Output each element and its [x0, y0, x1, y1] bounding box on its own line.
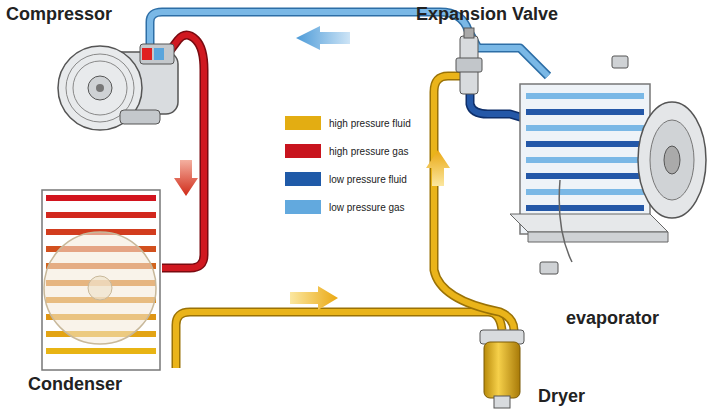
- legend-row: low pressure gas: [285, 200, 411, 214]
- legend-row: high pressure gas: [285, 144, 411, 158]
- legend-row: low pressure fluid: [285, 172, 411, 186]
- condenser-coil: [46, 195, 156, 201]
- dryer: [480, 330, 524, 408]
- condenser-coil: [46, 348, 156, 354]
- part-label: Expansion Valve: [416, 4, 558, 25]
- legend-swatch: [285, 116, 321, 130]
- evaporator-coil: [526, 189, 644, 195]
- evaporator-coil: [526, 173, 644, 179]
- legend-text: high pressure fluid: [329, 118, 411, 129]
- evaporator-coil: [526, 141, 644, 147]
- legend-swatch: [285, 144, 321, 158]
- evaporator-coil: [526, 125, 644, 131]
- compressor: [58, 44, 178, 130]
- part-label: Dryer: [538, 386, 585, 407]
- legend-swatch: [285, 200, 321, 214]
- condenser: [42, 190, 160, 370]
- part-label: evaporator: [566, 308, 659, 329]
- part-label: Condenser: [28, 374, 122, 395]
- legend: high pressure fluid high pressure gas low …: [285, 116, 411, 228]
- legend-text: low pressure gas: [329, 202, 405, 213]
- condenser-coil: [46, 212, 156, 218]
- expansion-valve: [456, 28, 482, 94]
- evaporator-coil: [526, 157, 644, 163]
- evaporator: [510, 56, 706, 274]
- evaporator-coil: [526, 93, 644, 99]
- legend-swatch: [285, 172, 321, 186]
- evaporator-coil: [526, 205, 644, 211]
- part-label: Compressor: [6, 4, 112, 25]
- legend-text: low pressure fluid: [329, 174, 407, 185]
- legend-row: high pressure fluid: [285, 116, 411, 130]
- evaporator-coil: [526, 109, 644, 115]
- legend-text: high pressure gas: [329, 146, 409, 157]
